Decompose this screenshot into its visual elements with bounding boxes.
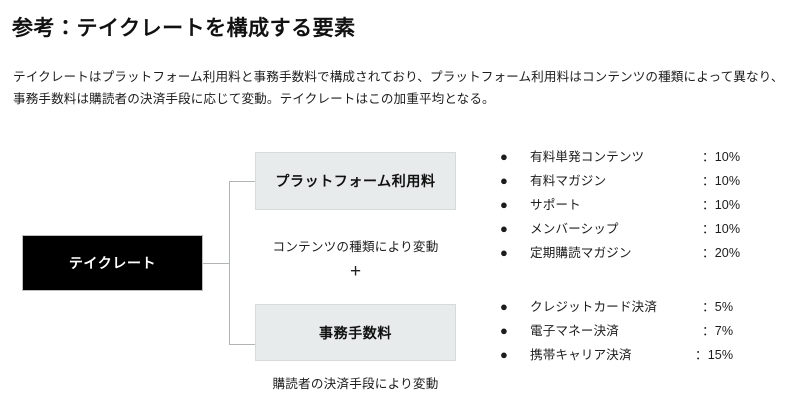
- caption-admin-fee: 購読者の決済手段により変動: [272, 377, 439, 391]
- list-item: ● サポート ：10%: [500, 194, 740, 218]
- lead-paragraph: テイクレートはプラットフォーム利用料と事務手数料で構成されており、プラットフォー…: [13, 70, 784, 106]
- node-platform-fee: プラットフォーム利用料: [255, 152, 456, 210]
- node-take-rate: テイクレート: [22, 235, 203, 291]
- list-item-rate-value: ：10%: [702, 198, 741, 212]
- list-payment-fee-rates: ● クレジットカード決済 ：5% ● 電子マネー決済 ：7% ● 携帯キャリア決済 ：15%: [500, 296, 733, 368]
- list-item-label: サポート: [530, 198, 581, 212]
- list-item-label: 有料単発コンテンツ: [530, 150, 645, 164]
- list-item: ● 携帯キャリア決済 ：15%: [500, 344, 733, 368]
- connector-root-horizontal: [202, 263, 230, 264]
- list-item: ● 有料単発コンテンツ ：10%: [500, 146, 740, 170]
- list-item-label: 携帯キャリア決済: [530, 348, 632, 362]
- bullet-icon: ●: [500, 173, 508, 188]
- list-item-label: 電子マネー決済: [530, 324, 619, 338]
- list-platform-fee-rates: ● 有料単発コンテンツ ：10% ● 有料マガジン ：10% ● サポート ：10% ● メンバーシ…: [500, 146, 740, 266]
- bullet-icon: ●: [500, 299, 508, 314]
- bullet-icon: ●: [500, 323, 508, 338]
- caption-platform-fee: コンテンツの種類により変動: [272, 240, 439, 254]
- list-item-rate-value: ：15%: [695, 348, 734, 362]
- list-item: ● メンバーシップ ：10%: [500, 218, 740, 242]
- bullet-icon: ●: [500, 197, 508, 212]
- list-item-rate-value: ：10%: [702, 174, 741, 188]
- list-item-rate-value: ：10%: [702, 222, 741, 236]
- plus-operator-icon: +: [349, 261, 362, 282]
- list-item: ● クレジットカード決済 ：5%: [500, 296, 733, 320]
- list-item-rate-value: ：10%: [702, 150, 741, 164]
- list-item-rate-value: ：5%: [702, 300, 734, 314]
- list-item-label: 有料マガジン: [530, 174, 607, 188]
- list-item: ● 有料マガジン ：10%: [500, 170, 740, 194]
- connector-vertical-spine: [229, 181, 230, 345]
- bullet-icon: ●: [500, 347, 508, 362]
- list-item: ● 電子マネー決済 ：7%: [500, 320, 733, 344]
- bullet-icon: ●: [500, 221, 508, 236]
- list-item-label: 定期購読マガジン: [530, 246, 632, 260]
- bullet-icon: ●: [500, 149, 508, 164]
- node-admin-fee: 事務手数料: [255, 304, 456, 361]
- list-item: ● 定期購読マガジン ：20%: [500, 242, 740, 266]
- connector-branch-bottom: [229, 344, 256, 345]
- bullet-icon: ●: [500, 245, 508, 260]
- list-item-label: メンバーシップ: [530, 222, 619, 236]
- page-title: 参考：テイクレートを構成する要素: [12, 17, 356, 40]
- list-item-rate-value: ：7%: [702, 324, 734, 338]
- list-item-label: クレジットカード決済: [530, 300, 657, 314]
- list-item-rate-value: ：20%: [702, 246, 741, 260]
- connector-branch-top: [229, 181, 256, 182]
